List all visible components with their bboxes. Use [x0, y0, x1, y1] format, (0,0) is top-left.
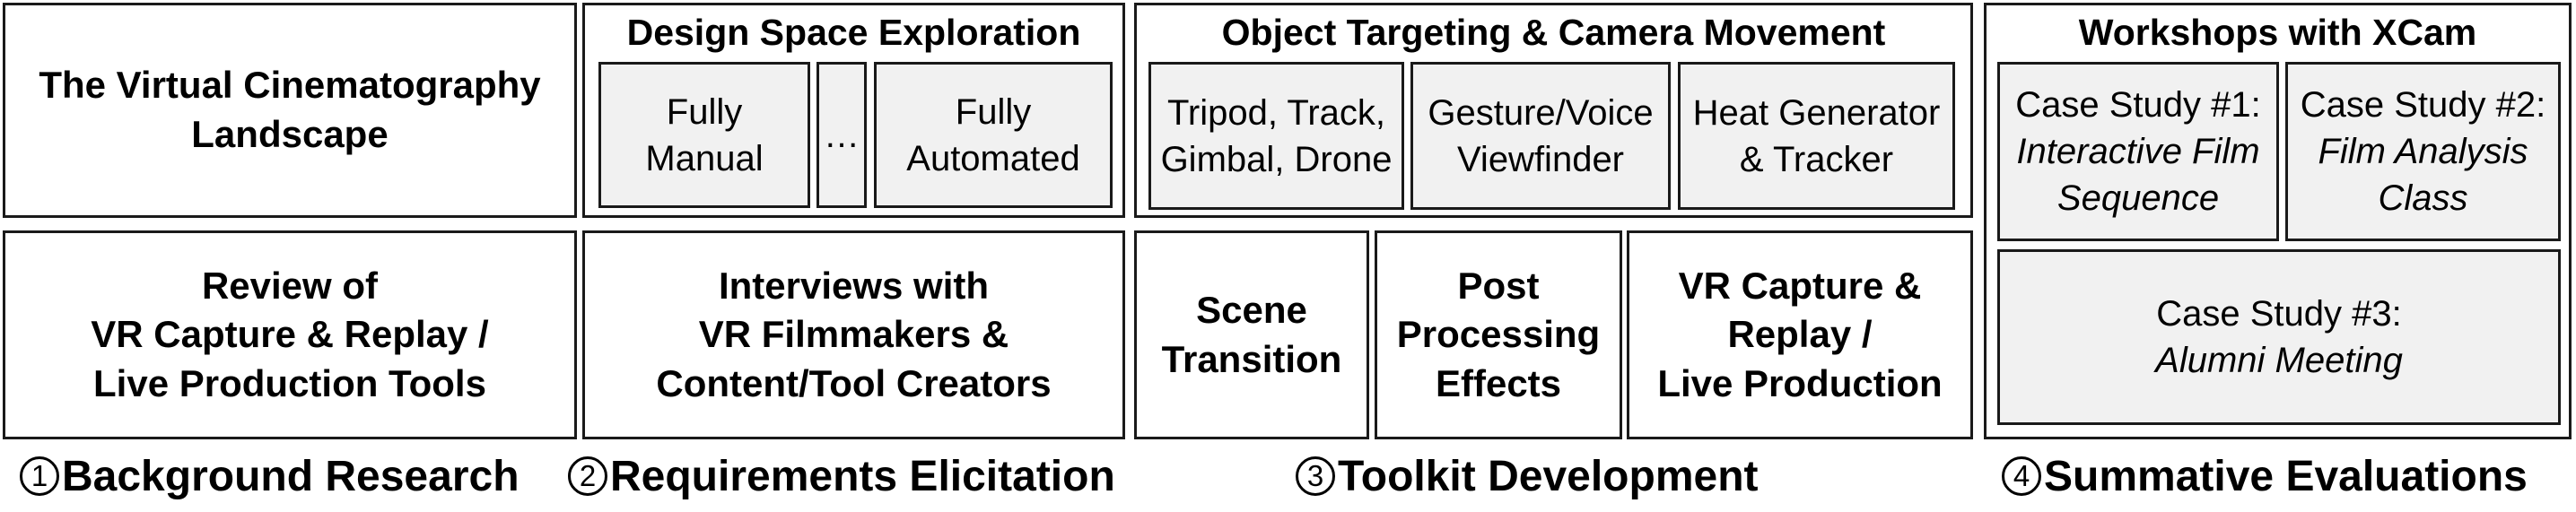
case-study-3-label: Case Study #3: Alumni Meeting	[2155, 294, 2403, 380]
workshops-box: Workshops with XCam Case Study #1: Inter…	[1984, 3, 2572, 439]
review-tools-label: Review of VR Capture & Replay / Live Pro…	[91, 264, 489, 404]
tripod-track-label: Tripod, Track, Gimbal, Drone	[1160, 92, 1393, 179]
case-study-2-label: Case Study #2: Film Analysis Class	[2300, 85, 2546, 218]
stage-1-number-badge: 1	[20, 456, 59, 496]
stage-2-number-badge: 2	[568, 456, 607, 496]
stage-1-label: 1 Background Research	[20, 443, 520, 509]
landscape-box: The Virtual Cinematography Landscape	[3, 3, 577, 218]
object-targeting-box: Object Targeting & Camera Movement Tripo…	[1134, 3, 1973, 218]
interviews-label: Interviews with VR Filmmakers & Content/…	[656, 264, 1052, 404]
vr-capture-box: VR Capture & Replay / Live Production	[1627, 230, 1973, 439]
scene-transition-box: Scene Transition	[1134, 230, 1369, 439]
interviews-box: Interviews with VR Filmmakers & Content/…	[582, 230, 1125, 439]
stage-4-label: 4 Summative Evaluations	[2002, 443, 2528, 509]
case-study-1-label: Case Study #1: Interactive Film Sequence	[2015, 85, 2261, 218]
heat-generator-box: Heat Generator & Tracker	[1678, 62, 1955, 210]
fully-manual-label: Fully Manual	[645, 91, 764, 178]
landscape-label: The Virtual Cinematography Landscape	[39, 64, 541, 155]
case-study-3-box: Case Study #3: Alumni Meeting	[1997, 249, 2561, 425]
stage-3-label: 3 Toolkit Development	[1296, 443, 1759, 509]
gesture-voice-box: Gesture/Voice Viewfinder	[1410, 62, 1671, 210]
design-space-box: Design Space Exploration Fully Manual … …	[582, 3, 1125, 218]
ellipsis-box: …	[816, 62, 867, 208]
tripod-track-box: Tripod, Track, Gimbal, Drone	[1148, 62, 1404, 210]
stage-2-title: Requirements Elicitation	[610, 452, 1115, 500]
review-tools-box: Review of VR Capture & Replay / Live Pro…	[3, 230, 577, 439]
fully-automated-label: Fully Automated	[906, 91, 1080, 178]
scene-transition-label: Scene Transition	[1161, 288, 1342, 380]
stage-1-title: Background Research	[62, 452, 520, 500]
gesture-voice-label: Gesture/Voice Viewfinder	[1428, 92, 1654, 179]
fully-manual-box: Fully Manual	[598, 62, 810, 208]
case-study-1-box: Case Study #1: Interactive Film Sequence	[1997, 62, 2279, 241]
case-study-2-box: Case Study #2: Film Analysis Class	[2285, 62, 2561, 241]
object-targeting-title: Object Targeting & Camera Movement	[1221, 12, 1886, 53]
post-processing-label: Post Processing Effects	[1396, 264, 1601, 404]
ellipsis-label: …	[824, 115, 860, 155]
stage-2-label: 2 Requirements Elicitation	[568, 443, 1115, 509]
workshops-title: Workshops with XCam	[2078, 12, 2477, 53]
stage-3-number-badge: 3	[1296, 456, 1335, 496]
stage-4-number-badge: 4	[2002, 456, 2041, 496]
heat-generator-label: Heat Generator & Tracker	[1692, 92, 1941, 179]
stage-3-title: Toolkit Development	[1338, 452, 1759, 500]
post-processing-box: Post Processing Effects	[1375, 230, 1622, 439]
stage-4-title: Summative Evaluations	[2044, 452, 2528, 500]
design-space-title: Design Space Exploration	[626, 12, 1081, 53]
fully-automated-box: Fully Automated	[874, 62, 1113, 208]
vr-capture-label: VR Capture & Replay / Live Production	[1657, 264, 1943, 404]
